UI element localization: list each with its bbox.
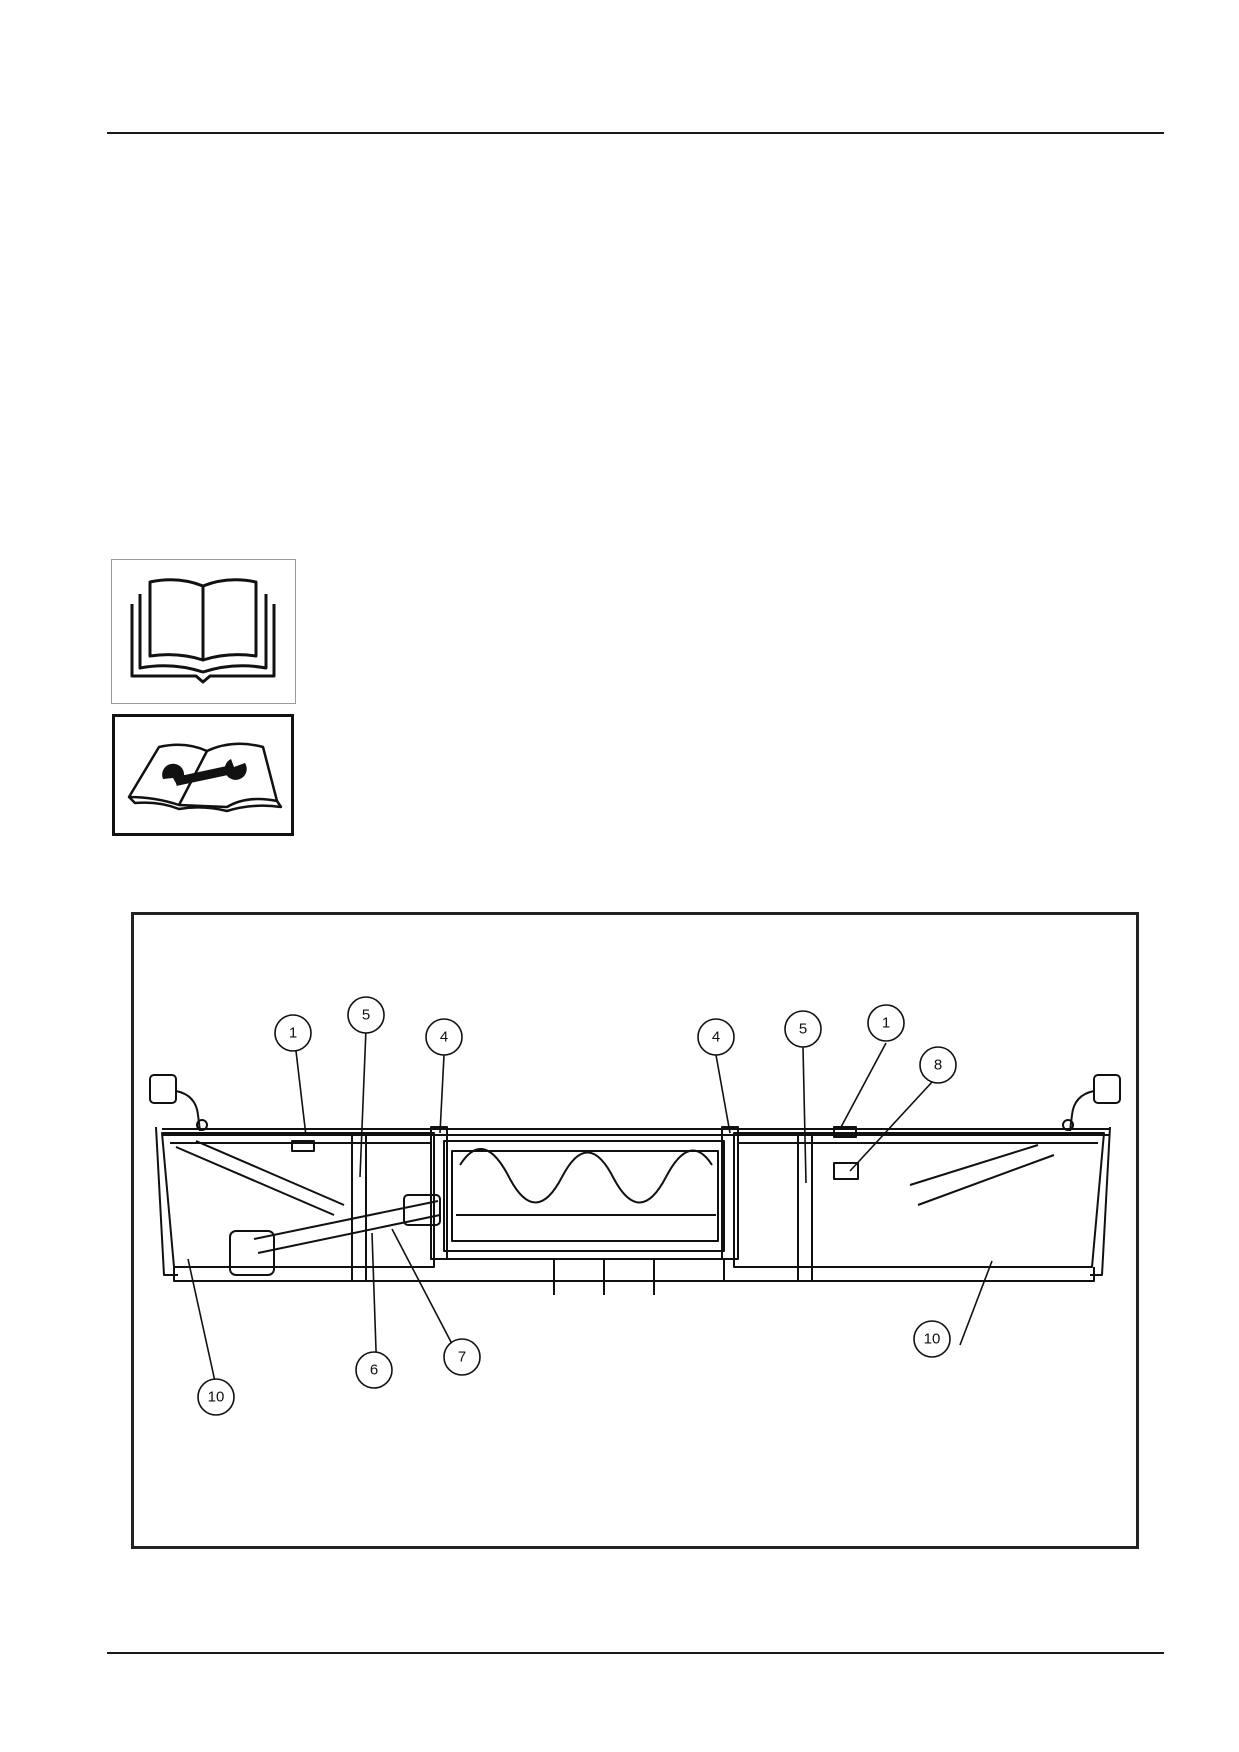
header-assembly-drawing: 1 5 4 4 5 1 8 10 7 6 10 xyxy=(149,996,1121,1416)
callout-1-left: 1 xyxy=(289,1025,297,1042)
footer-rule xyxy=(107,1652,1164,1654)
callout-1-right: 1 xyxy=(882,1015,890,1032)
callout-4-right: 4 xyxy=(712,1029,720,1046)
operator-manual-icon xyxy=(111,559,296,704)
callout-4-left: 4 xyxy=(440,1029,448,1046)
callout-7: 7 xyxy=(458,1349,466,1366)
callout-5-right: 5 xyxy=(799,1021,807,1038)
callout-5-left: 5 xyxy=(362,1007,370,1024)
callout-10-right: 10 xyxy=(924,1331,941,1348)
callout-6: 6 xyxy=(370,1362,378,1379)
callout-10-left: 10 xyxy=(208,1389,225,1406)
service-manual-icon xyxy=(112,714,294,836)
open-book-icon xyxy=(130,578,276,684)
callout-8: 8 xyxy=(934,1057,942,1074)
header-rule xyxy=(107,132,1164,134)
wrench-book-icon xyxy=(127,742,283,813)
header-assembly-figure: 1 5 4 4 5 1 8 10 7 6 10 xyxy=(131,912,1139,1549)
